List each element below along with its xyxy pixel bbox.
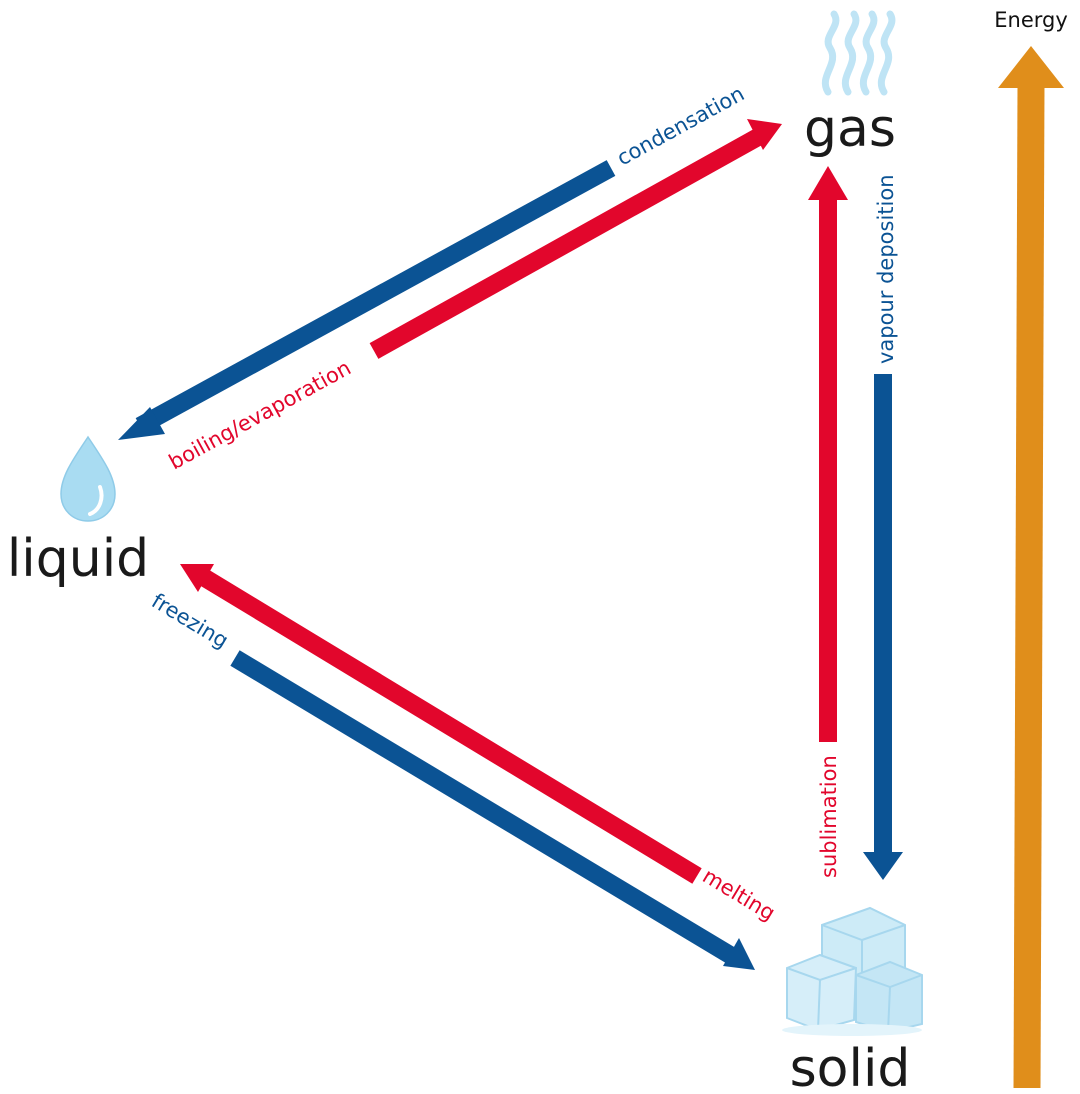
boiling-evaporation-label: boiling/evaporation bbox=[165, 356, 355, 475]
energy-arrow-head bbox=[998, 46, 1064, 88]
vapour-deposition-arrow bbox=[863, 374, 903, 880]
sublimation-arrow bbox=[808, 166, 848, 742]
energy-label: Energy bbox=[994, 8, 1068, 32]
steam-icon bbox=[822, 10, 896, 96]
state-label-solid: solid bbox=[790, 1039, 911, 1094]
ice-cubes-icon bbox=[782, 906, 923, 1036]
energy-arrow-shaft bbox=[1013, 85, 1045, 1089]
condensation-arrow bbox=[118, 160, 616, 440]
freezing-label: freezing bbox=[147, 589, 232, 653]
state-label-gas: gas bbox=[804, 99, 896, 159]
vapour-deposition-label: vapour deposition bbox=[874, 174, 898, 364]
melting-arrow bbox=[180, 564, 702, 884]
melting-label: melting bbox=[698, 864, 779, 926]
state-label-liquid: liquid bbox=[7, 529, 149, 589]
water-drop-icon bbox=[60, 435, 116, 522]
boiling-evaporation-arrow bbox=[369, 119, 782, 359]
energy-arrow bbox=[998, 46, 1064, 1089]
freezing-arrow bbox=[230, 650, 755, 970]
sublimation-label: sublimation bbox=[817, 755, 841, 878]
